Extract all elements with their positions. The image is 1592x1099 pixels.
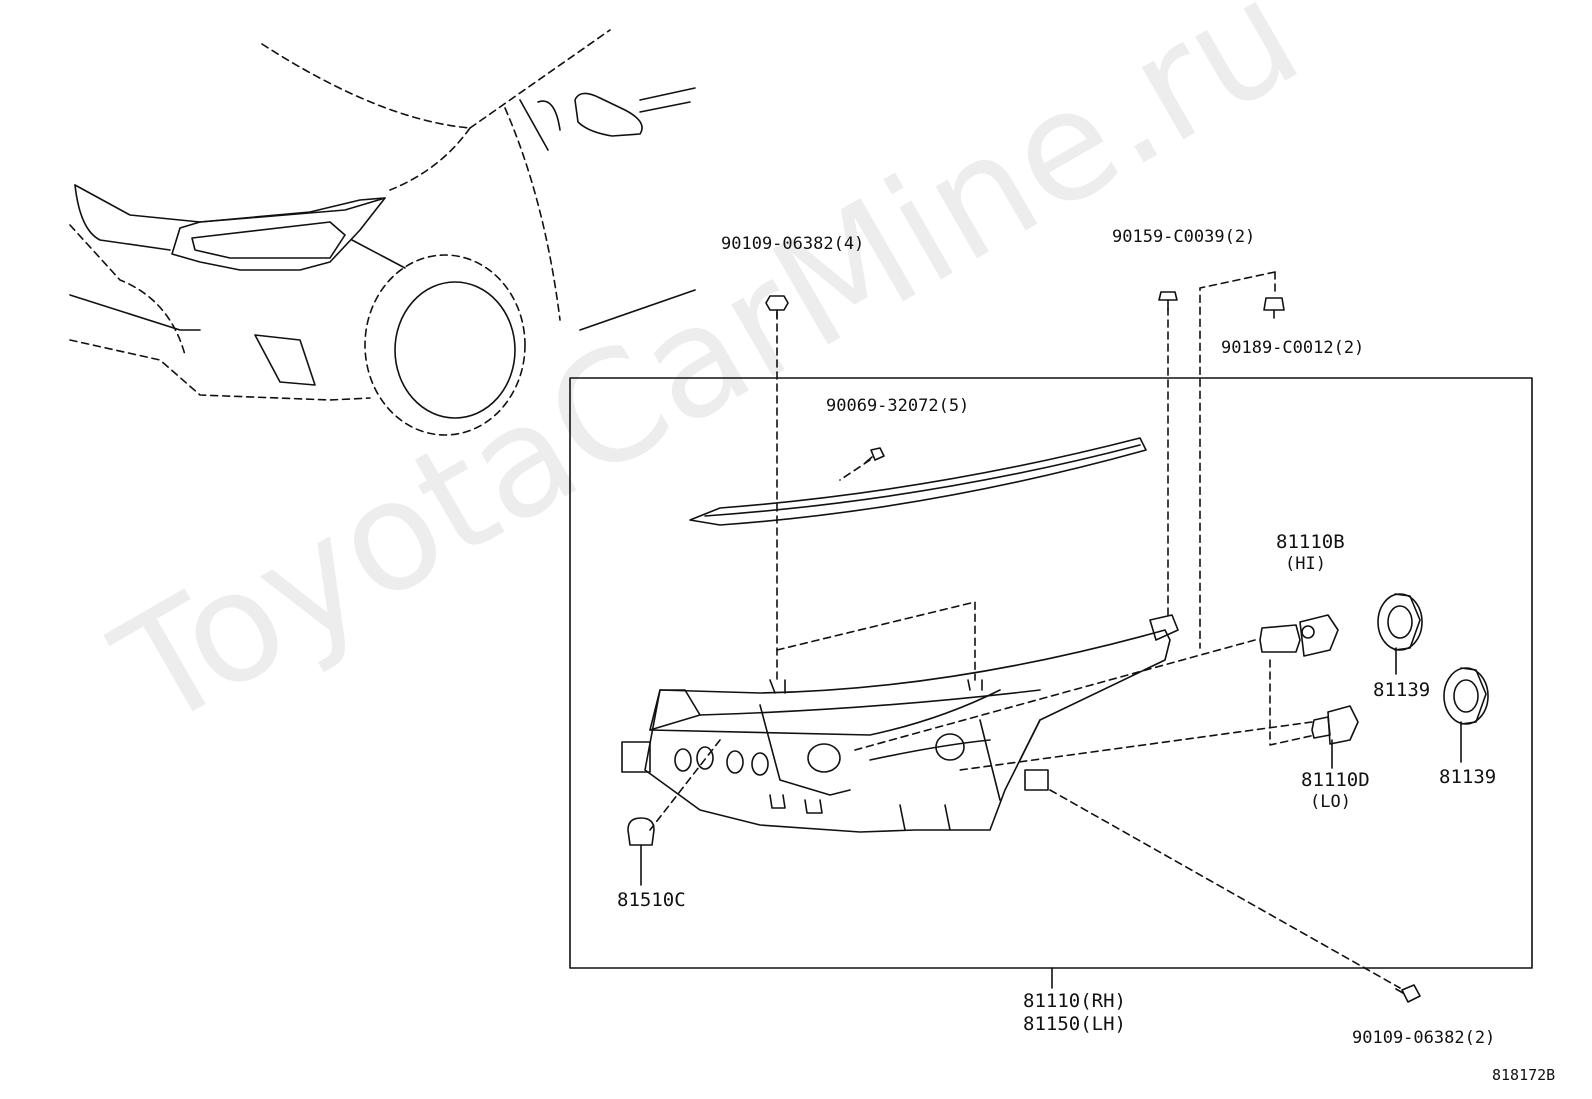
label-screw-garnish: 90069-32072(5): [826, 396, 970, 416]
label-cover-upper: 81139: [1373, 679, 1431, 701]
label-bolt-bottom-right: 90109-06382(2): [1352, 1028, 1496, 1048]
label-bolt-top-left: 90109-06382(4): [721, 234, 865, 254]
label-headlamp-lh: 81150(LH): [1023, 1013, 1126, 1035]
label-side-bulb: 81510C: [617, 889, 686, 911]
label-clip-top-center: 90159-C0039(2): [1112, 227, 1256, 247]
screw-garnish: [864, 447, 885, 464]
label-nut-top-right: 90189-C0012(2): [1221, 338, 1365, 358]
label-bulb-lo-note: (LO): [1310, 792, 1351, 812]
assembly-boundary-box: [569, 377, 1533, 969]
label-cover-lower: 81139: [1439, 766, 1497, 788]
label-bulb-hi-number: 81110B: [1276, 531, 1345, 553]
headlamp-garnish: [689, 437, 1147, 526]
nut-top-right: [1263, 297, 1285, 319]
side-bulb: [627, 817, 655, 846]
clip-top-center: [1158, 291, 1178, 311]
diagram-id: 818172B: [1492, 1066, 1556, 1084]
bulb-cover-upper: [1377, 593, 1423, 651]
bulb-lo: [1311, 705, 1359, 745]
label-bulb-hi-note: (HI): [1285, 554, 1326, 574]
label-bulb-lo-number: 81110D: [1301, 769, 1370, 791]
label-headlamp-rh: 81110(RH): [1023, 990, 1126, 1012]
bulb-cover-lower: [1443, 667, 1489, 725]
headlamp-assembly: [621, 614, 1179, 833]
bolt-top-left: [765, 295, 789, 319]
vehicle-front-view: [69, 29, 696, 436]
bolt-bottom-right: [1395, 984, 1421, 1003]
bulb-hi: [1259, 614, 1339, 657]
